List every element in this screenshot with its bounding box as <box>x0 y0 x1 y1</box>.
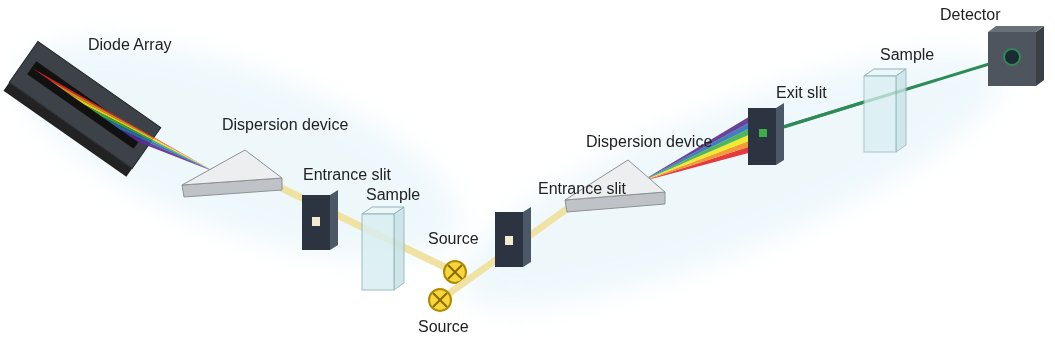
spectrum-band <box>50 80 215 172</box>
background-glow <box>0 0 1025 354</box>
entrance-slit <box>330 190 338 250</box>
sample-cuvette <box>864 69 906 152</box>
light-beam <box>784 102 864 127</box>
sample-cuvette <box>362 207 404 290</box>
part-label: Sample <box>880 46 934 64</box>
part-label: Diode Array <box>88 36 172 54</box>
part-label: Dispersion device <box>586 133 712 151</box>
entrance-slit <box>495 207 531 267</box>
detector <box>1004 49 1020 65</box>
part-label: Sample <box>366 186 420 204</box>
sample-cuvette <box>864 76 896 152</box>
background-glow <box>435 6 1025 353</box>
part-label: Source <box>418 318 469 336</box>
detector <box>988 32 1036 86</box>
entrance-slit <box>312 217 320 226</box>
prism <box>182 150 282 185</box>
light-source <box>433 293 447 307</box>
exit-slit <box>748 103 784 165</box>
spectrum-band <box>67 93 215 172</box>
spectrum-band <box>32 68 215 172</box>
diode-array <box>3 42 160 177</box>
part-label: Entrance slit <box>303 166 391 184</box>
prism <box>182 150 282 197</box>
light-source <box>429 289 451 311</box>
exit-slit <box>759 129 767 137</box>
part-label: Exit slit <box>776 84 827 102</box>
sample-cuvette <box>896 69 906 152</box>
part-label: Dispersion device <box>222 116 348 134</box>
entrance-slit <box>302 190 338 250</box>
entrance-slit <box>523 207 531 267</box>
part-label: Source <box>428 230 479 248</box>
background-glow <box>0 0 483 304</box>
spectrum-band <box>103 117 215 172</box>
detector <box>988 26 1044 32</box>
sample-cuvette <box>362 214 394 290</box>
spectrum-band <box>120 130 215 172</box>
detector <box>1036 26 1044 86</box>
light-source <box>448 265 462 279</box>
spectrum-band <box>85 105 215 172</box>
spectrum-fan <box>32 68 215 172</box>
exit-slit <box>776 103 784 165</box>
exit-slit <box>748 108 776 165</box>
entrance-slit <box>505 236 513 245</box>
detector <box>988 26 1044 86</box>
entrance-slit <box>302 195 330 250</box>
part-label: Entrance slit <box>538 180 626 198</box>
part-label: Detector <box>940 6 1000 24</box>
entrance-slit <box>495 212 523 267</box>
sample-cuvette <box>394 207 404 290</box>
light-source <box>429 289 451 311</box>
